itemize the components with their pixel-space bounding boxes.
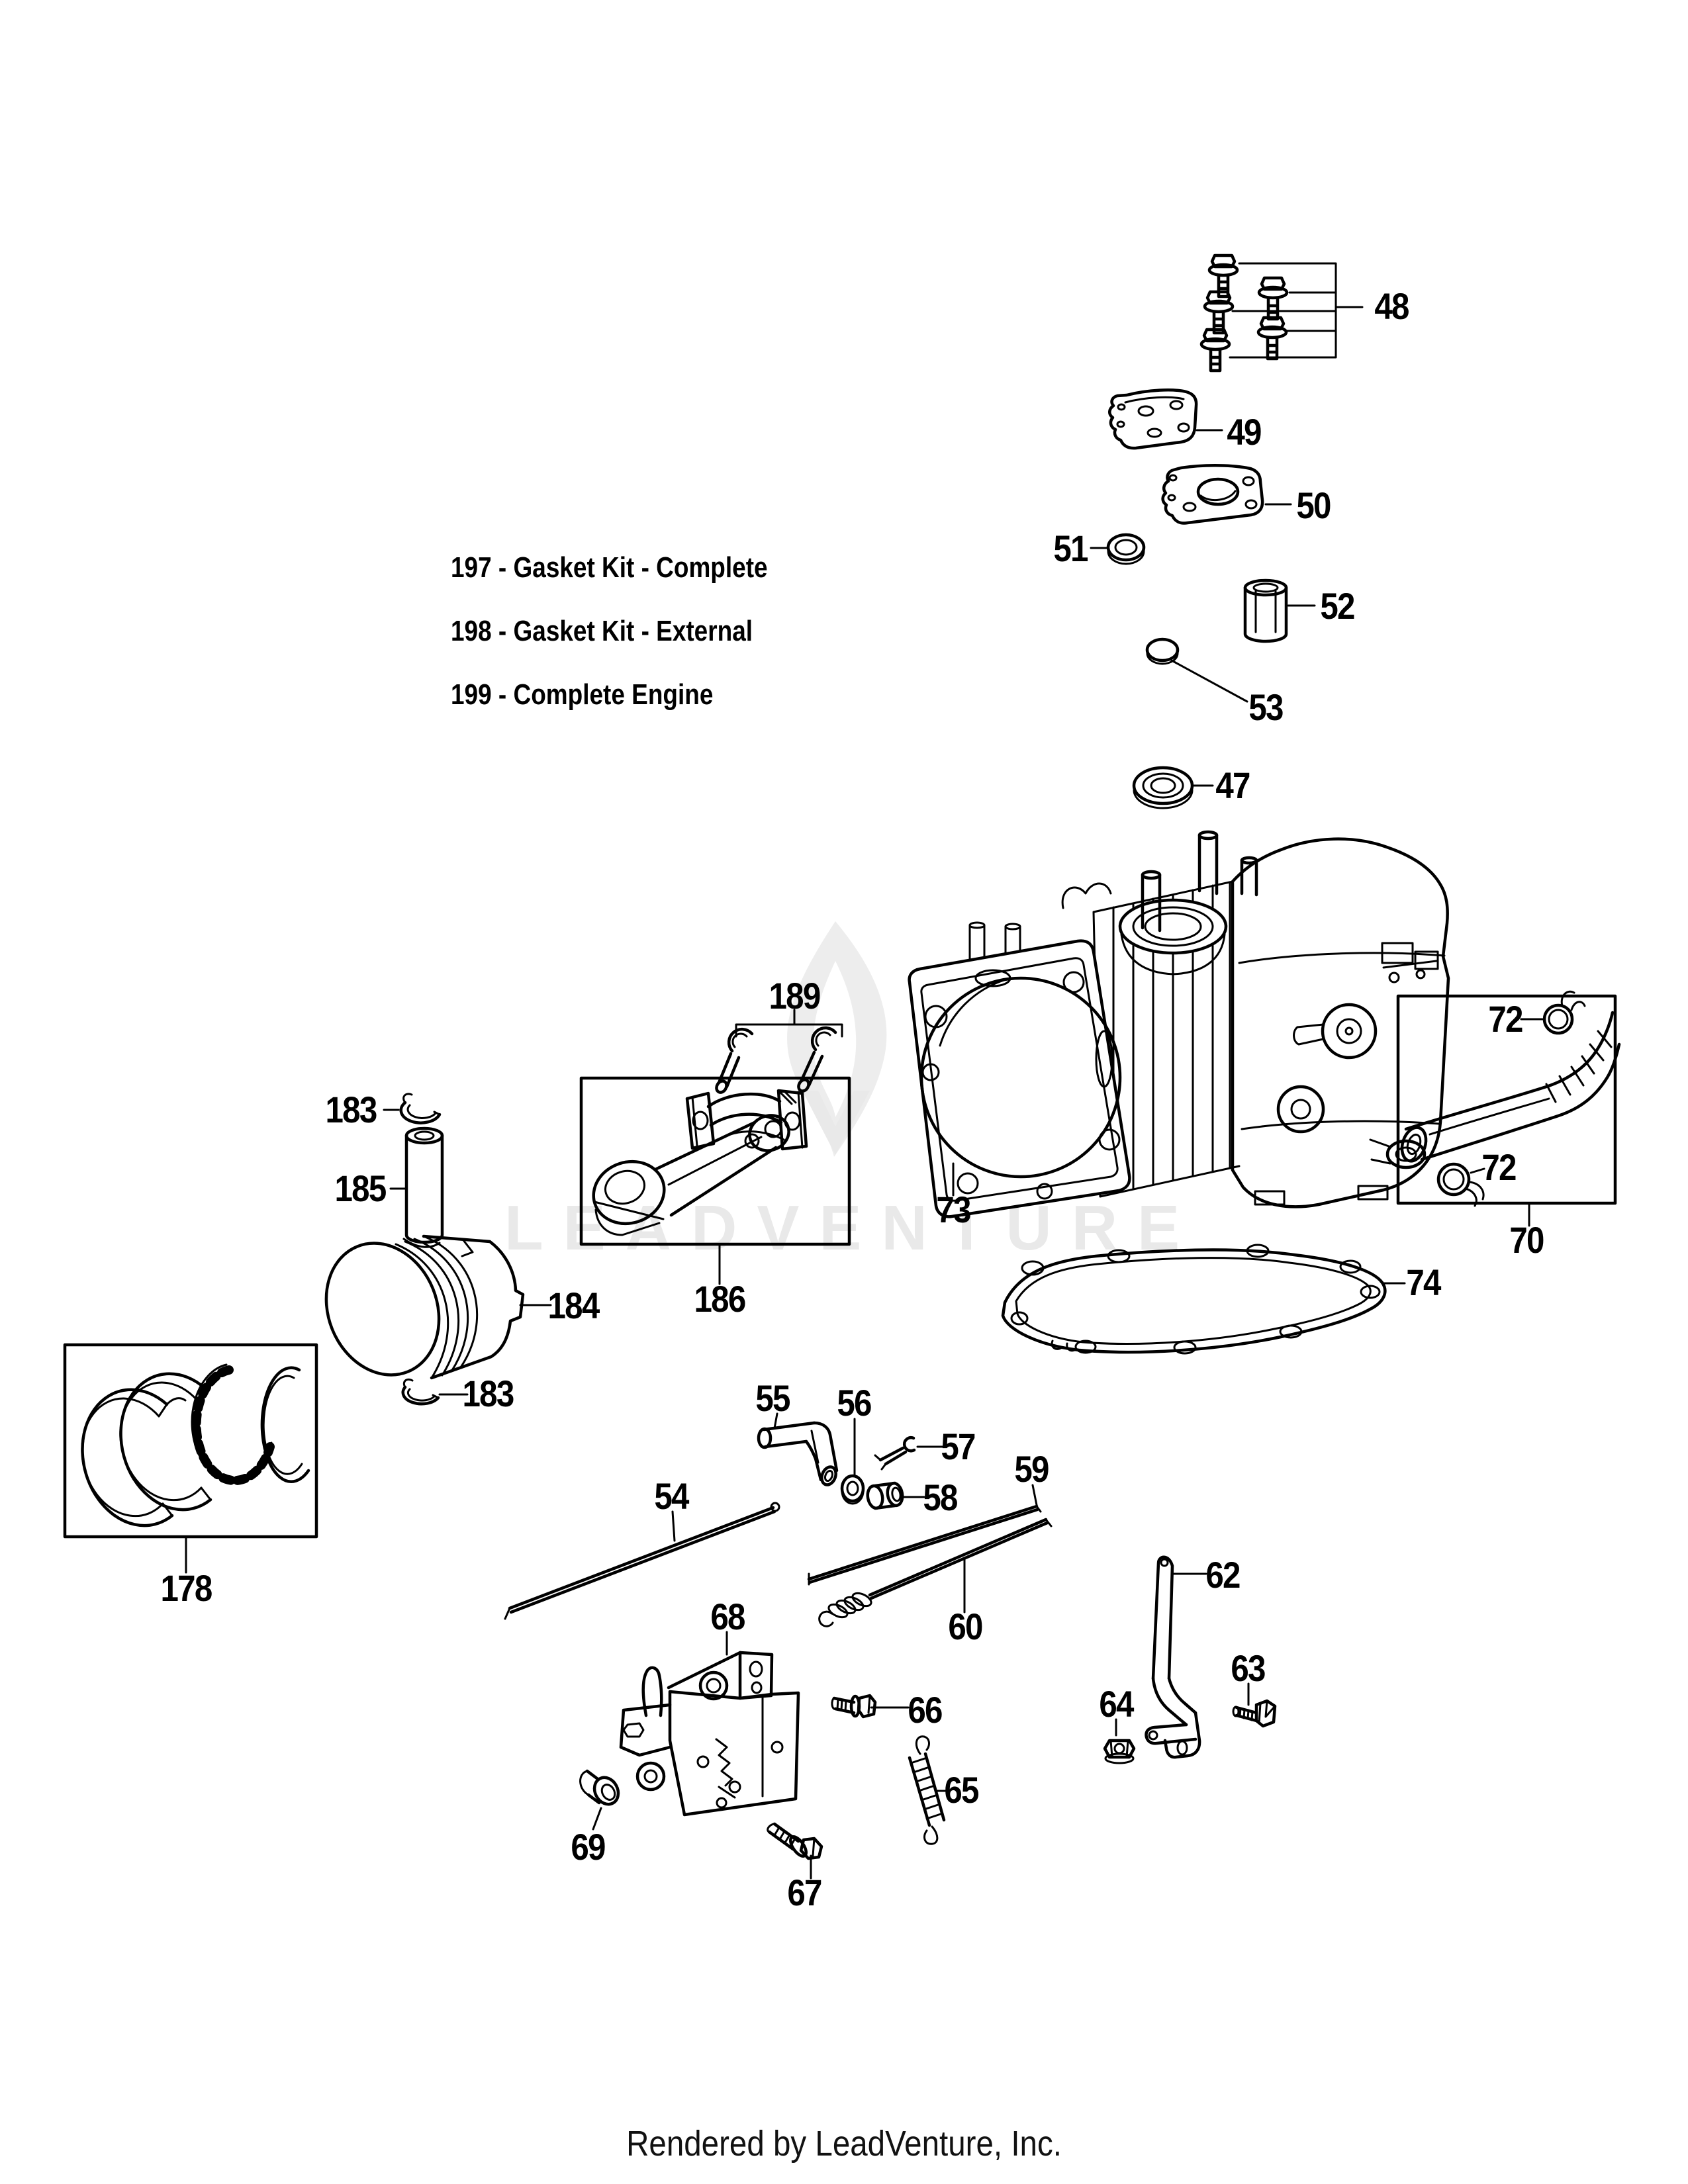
kit-note: 199 - Complete Engine xyxy=(451,678,714,711)
part-callout: 64 xyxy=(1099,1683,1134,1725)
part-callout: 183 xyxy=(462,1373,515,1414)
part-69-bushing xyxy=(579,1769,620,1831)
footer-credit: Rendered by LeadVenture, Inc. xyxy=(626,2124,1062,2163)
part-callout: 66 xyxy=(908,1689,943,1731)
part-73-engine-block xyxy=(908,830,1450,1218)
part-63-bolt xyxy=(1232,1682,1277,1728)
part-callout: 58 xyxy=(923,1477,958,1518)
part-callout: 186 xyxy=(694,1278,747,1320)
part-65-spring xyxy=(908,1735,947,1845)
part-178-ring-set xyxy=(63,1343,318,1574)
part-60-spring-link xyxy=(818,1518,1053,1627)
part-callout: 72 xyxy=(1488,998,1523,1040)
part-callout: 73 xyxy=(936,1189,971,1230)
part-callout: 49 xyxy=(1227,411,1262,453)
part-56-washer xyxy=(840,1418,865,1505)
part-48-bolts xyxy=(1199,253,1364,373)
part-callout: 56 xyxy=(837,1382,872,1424)
leadventure-watermark-text: LEADVENTURE xyxy=(504,1193,1199,1263)
kit-note: 198 - Gasket Kit - External xyxy=(451,615,753,647)
part-68-control-bracket xyxy=(619,1631,800,1817)
part-callout: 50 xyxy=(1296,484,1331,526)
part-47-oil-seal xyxy=(1132,766,1214,809)
part-callout: 68 xyxy=(710,1596,745,1637)
part-callout: 59 xyxy=(1014,1448,1049,1490)
part-59-rod xyxy=(807,1484,1042,1586)
part-callout: 65 xyxy=(944,1769,979,1811)
part-callout: 189 xyxy=(769,975,821,1017)
part-callout: 178 xyxy=(160,1567,213,1609)
part-callout: 67 xyxy=(787,1872,822,1913)
part-callout: 55 xyxy=(755,1377,790,1419)
part-55-lever xyxy=(757,1412,839,1486)
part-62-governor-arm xyxy=(1145,1555,1207,1759)
part-186-connecting-rod xyxy=(579,1076,851,1285)
leadventure-flame-watermark-icon xyxy=(787,921,887,1157)
part-callout: 183 xyxy=(325,1089,378,1130)
part-58-bushing xyxy=(866,1481,925,1510)
part-66-bolt xyxy=(831,1694,910,1719)
part-49-plate xyxy=(1108,388,1223,450)
part-callout: 57 xyxy=(941,1426,976,1467)
part-52-tube xyxy=(1243,578,1316,643)
part-185-piston-pin xyxy=(389,1126,444,1244)
part-callout: 62 xyxy=(1205,1554,1241,1596)
part-callout: 70 xyxy=(1509,1219,1544,1261)
part-callout: 184 xyxy=(547,1285,600,1326)
part-callout: 47 xyxy=(1215,764,1250,806)
part-callout: 51 xyxy=(1053,527,1088,569)
part-183-circlip-top xyxy=(383,1093,442,1124)
part-64-nut xyxy=(1103,1718,1136,1764)
part-callout: 74 xyxy=(1406,1261,1441,1303)
part-50-plate xyxy=(1161,464,1292,525)
part-callout: 185 xyxy=(334,1167,387,1209)
part-74-gasket xyxy=(1001,1244,1406,1355)
part-70-hose-assembly xyxy=(1396,990,1621,1227)
kit-note: 197 - Gasket Kit - Complete xyxy=(451,551,768,584)
part-callout: 53 xyxy=(1248,686,1284,728)
part-callout: 72 xyxy=(1481,1146,1517,1188)
part-callout: 52 xyxy=(1320,585,1355,627)
part-callout: 69 xyxy=(571,1826,606,1868)
part-callout: 63 xyxy=(1231,1647,1266,1689)
part-184-piston xyxy=(324,1234,552,1380)
part-57-cotter-pin xyxy=(874,1436,944,1471)
part-54-rod xyxy=(504,1502,780,1620)
part-callout: 60 xyxy=(948,1606,983,1647)
part-53-plug xyxy=(1145,637,1248,703)
part-51-seal-ring xyxy=(1090,533,1146,565)
part-callout: 48 xyxy=(1374,285,1409,327)
part-189-pins xyxy=(715,1009,843,1094)
part-callout: 54 xyxy=(654,1475,689,1517)
part-67-bolt xyxy=(767,1822,823,1880)
part-183-circlip-bottom xyxy=(401,1378,469,1406)
